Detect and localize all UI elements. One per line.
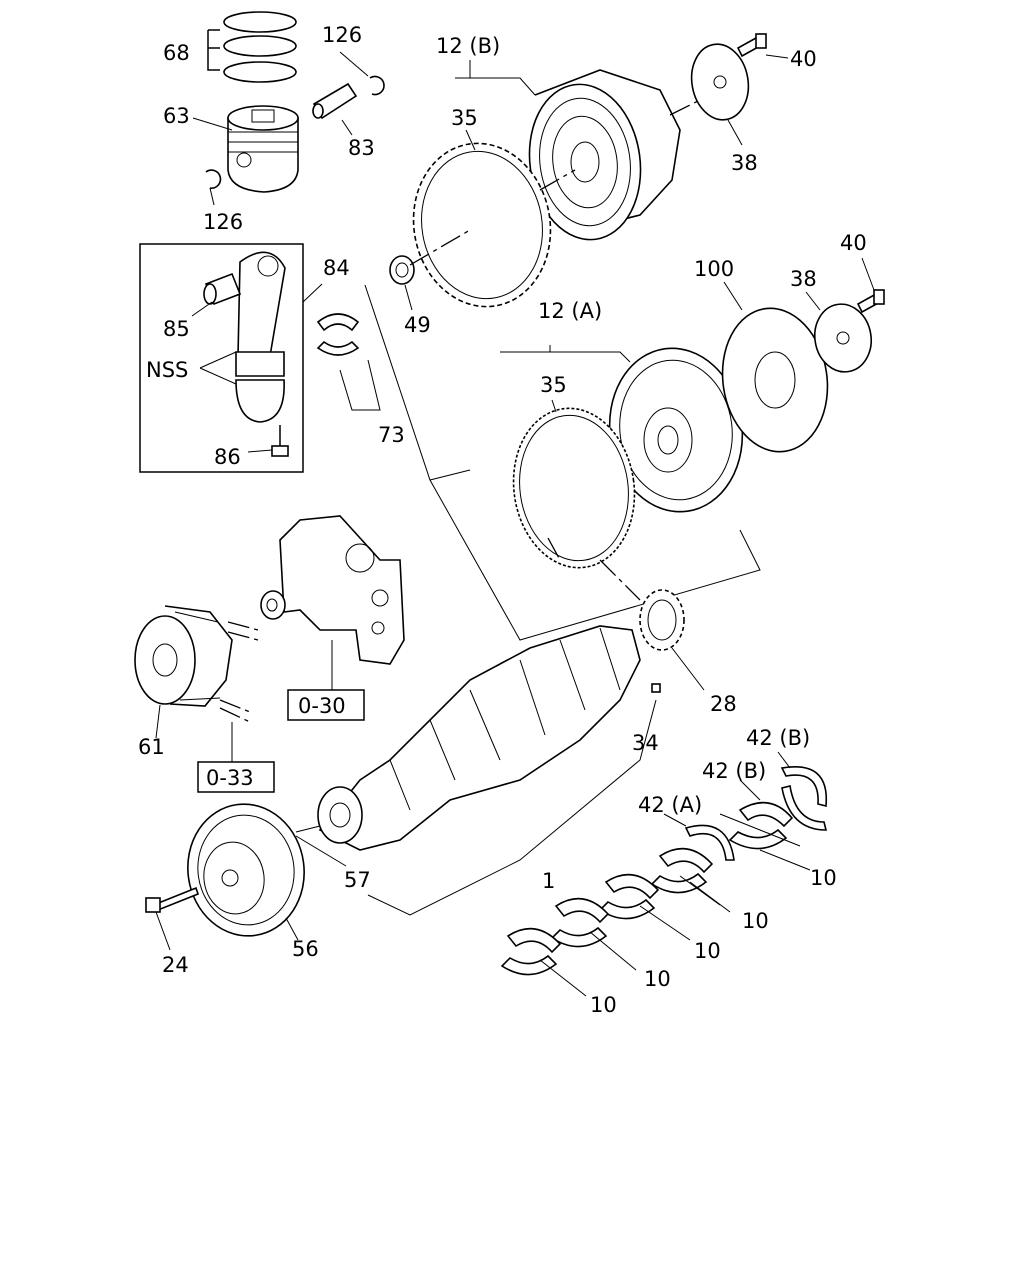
ref-label-0-30: 0-30	[298, 694, 346, 718]
callout-12b: 12 (B)	[436, 34, 500, 58]
callout-57: 57	[344, 868, 371, 892]
bolt-40-top	[736, 33, 767, 58]
flywheel-a	[608, 347, 744, 513]
callout-86: 86	[214, 445, 241, 469]
ring-gear-b	[412, 142, 552, 308]
callout-126-top: 126	[322, 23, 362, 47]
callout-68: 68	[163, 41, 190, 65]
callout-10-b: 10	[742, 909, 769, 933]
callout-10-e: 10	[590, 993, 617, 1017]
piston-pin	[312, 82, 358, 120]
callout-42b-lower: 42 (B)	[702, 759, 766, 783]
callout-28: 28	[710, 692, 737, 716]
ref-label-0-33: 0-33	[206, 766, 254, 790]
callout-84: 84	[323, 256, 350, 280]
snap-ring-bottom	[205, 169, 222, 189]
snap-ring-top	[369, 75, 385, 96]
rod-bearing-pair	[316, 313, 360, 356]
callout-49: 49	[404, 313, 431, 337]
callout-10-a: 10	[810, 866, 837, 890]
callout-38-top: 38	[731, 151, 758, 175]
callout-10-c: 10	[694, 939, 721, 963]
callout-34: 34	[632, 731, 659, 755]
rod-bolt	[271, 425, 289, 457]
callout-40-mid: 40	[840, 231, 867, 255]
callout-35-mid: 35	[540, 373, 567, 397]
flex-plate	[721, 307, 829, 453]
callout-35-top: 35	[451, 106, 478, 130]
piston-ring-set	[223, 11, 297, 83]
water-pump	[260, 515, 405, 665]
callout-85: 85	[163, 317, 190, 341]
callout-56: 56	[292, 937, 319, 961]
thrust-washer-set	[684, 766, 828, 861]
callout-24: 24	[162, 953, 189, 977]
dowel-pin-34	[651, 683, 661, 693]
callout-42a: 42 (A)	[638, 793, 702, 817]
flywheel-b	[528, 69, 681, 241]
ref-box-0-30	[287, 689, 365, 721]
plate-a	[814, 303, 872, 373]
callout-100: 100	[694, 257, 734, 281]
crank-gear	[639, 589, 685, 651]
pilot-bearing	[389, 255, 415, 285]
plate-b	[690, 43, 750, 121]
crankshaft	[295, 625, 641, 851]
crank-pulley	[187, 803, 305, 937]
callout-40-top: 40	[790, 47, 817, 71]
callout-12a: 12 (A)	[538, 299, 602, 323]
bolt-40-mid	[856, 289, 885, 314]
piston	[227, 105, 299, 193]
small-end-bushing	[203, 272, 242, 306]
pulley-bolt	[145, 886, 199, 913]
callout-nss: NSS	[146, 358, 188, 382]
callout-126-bottom: 126	[203, 210, 243, 234]
callout-61: 61	[138, 735, 165, 759]
callout-1: 1	[542, 869, 555, 893]
callout-83: 83	[348, 136, 375, 160]
connecting-rod	[235, 251, 286, 423]
callout-73: 73	[378, 423, 405, 447]
ring-gear-a	[512, 407, 636, 569]
callout-10-d: 10	[644, 967, 671, 991]
ref-box-0-33	[197, 761, 275, 793]
callout-42b-upper: 42 (B)	[746, 726, 810, 750]
con-rod-assembly-box	[139, 243, 304, 473]
callout-38-mid: 38	[790, 267, 817, 291]
fan-pulley	[134, 605, 233, 707]
callout-63: 63	[163, 104, 190, 128]
